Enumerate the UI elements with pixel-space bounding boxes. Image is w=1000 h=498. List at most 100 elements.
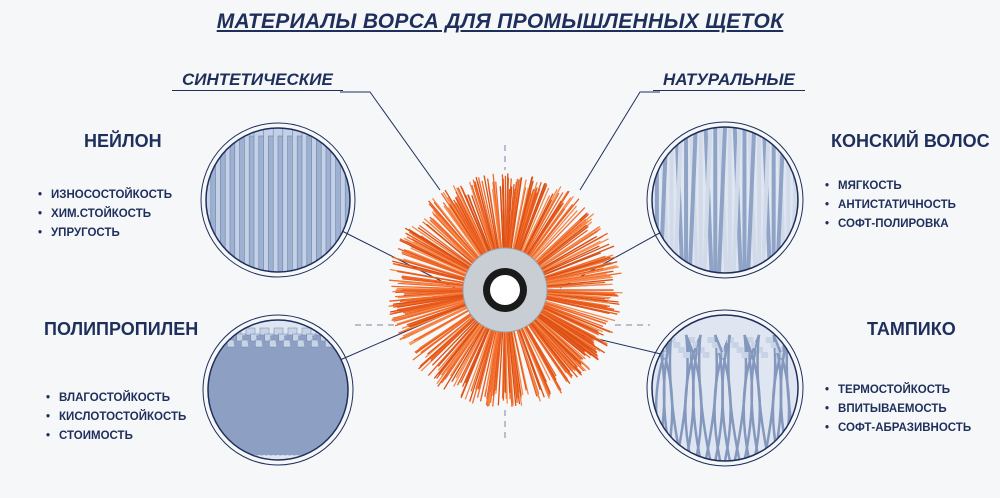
bristle — [509, 179, 520, 253]
bristle — [531, 316, 577, 362]
bristle — [541, 267, 603, 283]
bristle — [476, 326, 497, 398]
bristle — [531, 315, 582, 364]
bristle — [449, 204, 485, 259]
bristle — [453, 203, 487, 258]
bristle — [397, 282, 468, 289]
bristle — [542, 281, 606, 288]
bristle — [464, 194, 491, 256]
bristle — [495, 327, 503, 391]
bristle — [440, 321, 485, 384]
bristle — [479, 326, 498, 402]
bristle — [529, 318, 576, 372]
bristle — [467, 194, 492, 255]
bristle — [420, 315, 478, 368]
bristle — [470, 325, 494, 392]
bristle — [408, 302, 470, 328]
bristle — [455, 322, 488, 379]
bristle — [436, 320, 484, 385]
bristle — [391, 298, 469, 320]
bristle — [542, 296, 620, 313]
bristle — [523, 192, 564, 258]
bristle — [499, 186, 504, 253]
bristle — [534, 224, 588, 267]
bristle — [456, 187, 490, 256]
bristle — [475, 176, 497, 254]
bristle — [511, 179, 527, 253]
bristle — [538, 307, 603, 344]
bristle — [435, 213, 480, 263]
property: СОФТ-ПОЛИРОВКА — [825, 215, 956, 234]
nylon-fiber-closeup-icon — [200, 122, 356, 278]
tampico-fiber-closeup-icon — [646, 309, 804, 467]
bristle — [542, 294, 611, 304]
property: СТОИМОСТЬ — [46, 427, 186, 446]
bristle — [531, 316, 585, 372]
bristle — [537, 308, 595, 341]
property: КИСЛОТОСТОЙКОСТЬ — [46, 408, 186, 427]
bristle — [525, 321, 568, 383]
bristle — [397, 292, 468, 299]
bristle — [540, 303, 614, 334]
bristle — [413, 241, 472, 273]
bristle — [527, 319, 573, 377]
bristle — [542, 272, 607, 285]
bristle — [443, 205, 484, 260]
tampico-properties: ТЕРМОСТОЙКОСТЬ ВПИТЫВАЕМОСТЬ СОФТ-АБРАЗИ… — [825, 381, 971, 438]
bristle — [431, 316, 480, 366]
bristle — [506, 327, 513, 400]
bristle — [397, 295, 468, 308]
bristle — [542, 271, 609, 285]
bristle — [403, 291, 468, 297]
bristle — [539, 304, 604, 333]
bristle — [402, 278, 468, 287]
bristle — [535, 229, 588, 269]
bristle — [437, 319, 482, 375]
bristle — [417, 308, 473, 340]
bristle — [541, 300, 608, 323]
bristle — [429, 216, 479, 265]
bristle — [541, 265, 605, 282]
bristle — [528, 318, 579, 378]
bristle — [536, 232, 592, 270]
property: ИЗНОСОСТОЙКОСТЬ — [38, 186, 172, 205]
bristle — [402, 305, 471, 337]
bristle — [453, 323, 488, 387]
bristle — [508, 178, 519, 253]
bristle — [540, 252, 601, 277]
bristle — [447, 207, 485, 260]
bristle — [541, 256, 611, 280]
bristle — [453, 199, 487, 258]
bristle — [401, 252, 470, 278]
bristle — [431, 197, 482, 261]
bristle — [515, 187, 538, 254]
bristle — [521, 199, 553, 257]
bristle — [419, 224, 476, 268]
bristle — [513, 176, 534, 254]
bristle — [529, 205, 577, 262]
bristle — [539, 245, 600, 275]
bristle — [469, 326, 495, 402]
bristle — [514, 188, 535, 254]
bristle — [465, 324, 491, 384]
bristle — [538, 306, 596, 338]
bristle — [468, 181, 494, 255]
bristle — [532, 219, 581, 265]
bristle — [519, 324, 547, 383]
bristle — [536, 310, 601, 352]
bristle — [522, 186, 562, 257]
property: ХИМ.СТОЙКОСТЬ — [38, 205, 172, 224]
bristle — [400, 281, 468, 288]
bristle — [456, 323, 489, 386]
bristle — [512, 327, 527, 391]
bristle — [515, 326, 538, 397]
bristle — [400, 259, 469, 281]
bristle — [518, 187, 546, 255]
bristle — [542, 297, 618, 315]
brush-hole — [490, 275, 520, 305]
property: ВПИТЫВАЕМОСТЬ — [825, 400, 971, 419]
bristle — [502, 185, 505, 253]
bristle — [393, 297, 468, 314]
bristle — [524, 200, 562, 259]
